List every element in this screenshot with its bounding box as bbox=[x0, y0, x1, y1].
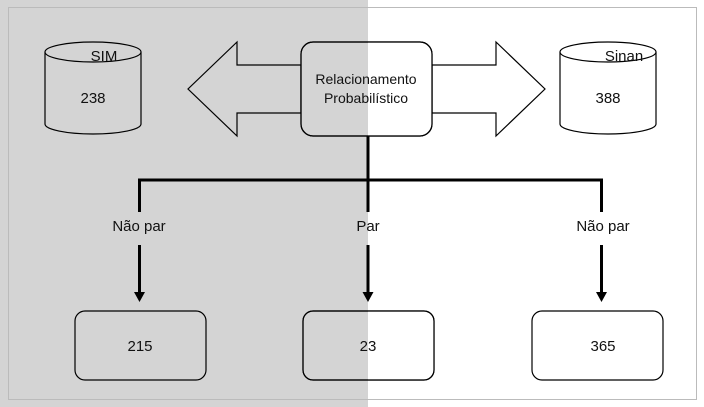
linkage-box: Relacionamento Probabilístico bbox=[300, 41, 433, 137]
result-box-center: 23 bbox=[302, 310, 435, 381]
branch-center-label: Par bbox=[356, 218, 379, 235]
sim-name: SIM bbox=[91, 48, 118, 65]
branch-right-label: Não par bbox=[576, 218, 629, 235]
sinan-count: 388 bbox=[595, 90, 620, 107]
left-hollow-arrow bbox=[187, 40, 302, 138]
result-right-count: 365 bbox=[590, 338, 615, 355]
center-arrowhead bbox=[362, 292, 374, 302]
result-left-count: 215 bbox=[127, 338, 152, 355]
right-arrowhead bbox=[596, 292, 607, 302]
outer-frame bbox=[8, 7, 697, 400]
right-hollow-arrow bbox=[431, 40, 546, 138]
left-arrowhead bbox=[134, 292, 145, 302]
result-box-left: 215 bbox=[74, 310, 207, 381]
result-center-count: 23 bbox=[360, 338, 377, 355]
linkage-label-line2: Probabilístico bbox=[324, 90, 408, 106]
sinan-name: Sinan bbox=[605, 48, 643, 65]
sim-database: SIM 238 bbox=[44, 41, 142, 135]
sinan-database: Sinan 388 bbox=[559, 41, 657, 135]
result-box-right: 365 bbox=[531, 310, 664, 381]
branch-left-label: Não par bbox=[112, 218, 165, 235]
sim-count: 238 bbox=[80, 90, 105, 107]
linkage-label-line1: Relacionamento bbox=[315, 71, 416, 87]
